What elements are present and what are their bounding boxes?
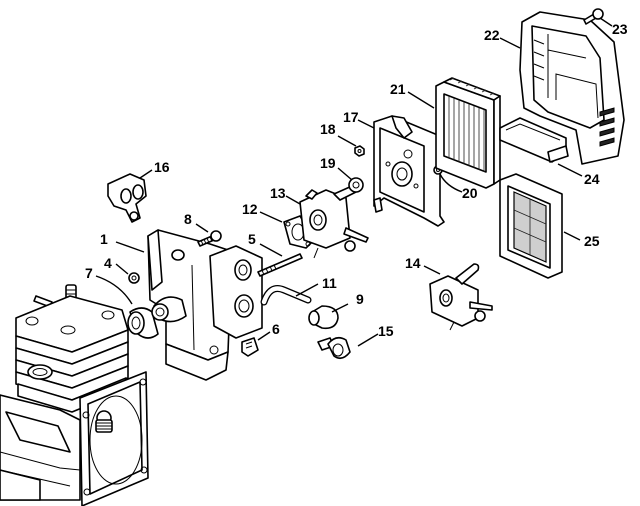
leader-21 <box>407 91 435 109</box>
callout-20: 20 <box>462 185 478 201</box>
part-17-baseplate[interactable] <box>373 115 445 227</box>
part-23-cover-screw[interactable] <box>583 8 604 25</box>
crankshaft <box>95 410 113 433</box>
callout-4: 4 <box>104 255 112 271</box>
part-16-manifold[interactable] <box>107 173 147 223</box>
leader-22 <box>499 37 521 49</box>
callout-5: 5 <box>248 231 256 247</box>
callout-18: 18 <box>320 121 336 137</box>
leader-20 <box>439 173 463 193</box>
leader-24 <box>557 163 583 177</box>
leader-8 <box>195 223 209 233</box>
leader-18 <box>337 135 357 147</box>
leader-17 <box>357 119 375 129</box>
leader-13 <box>285 195 301 205</box>
leader-15 <box>357 333 379 347</box>
part-5-stud-bolt[interactable] <box>257 253 303 277</box>
part-13-carburetor[interactable] <box>299 185 369 259</box>
callout-8: 8 <box>184 211 192 227</box>
part-15-primer-valve[interactable] <box>317 336 351 360</box>
part-21-air-filter[interactable] <box>435 77 501 189</box>
callout-1: 1 <box>100 231 108 247</box>
engine-assembly <box>0 284 149 506</box>
callout-25: 25 <box>584 233 600 249</box>
leader-1 <box>115 241 145 253</box>
leader-25 <box>563 231 581 241</box>
callout-6: 6 <box>272 321 280 337</box>
part-9-primer-bulb[interactable] <box>308 305 339 330</box>
callout-23: 23 <box>612 21 628 37</box>
part-19-grommet[interactable] <box>348 177 364 193</box>
callout-17: 17 <box>343 109 359 125</box>
leader-19 <box>337 167 353 181</box>
part-14-carburetor[interactable] <box>429 263 493 331</box>
callout-19: 19 <box>320 155 336 171</box>
leader-16 <box>139 169 153 179</box>
callout-7: 7 <box>85 265 93 281</box>
part-4-washer[interactable] <box>128 272 140 284</box>
part-22-filter-cover[interactable] <box>519 11 625 165</box>
part-24-filter-tray[interactable] <box>499 117 569 163</box>
leader-lines <box>95 17 613 347</box>
part-11-fuel-hose[interactable] <box>260 285 312 306</box>
callout-16: 16 <box>154 159 170 175</box>
part-1-carburetor-housing[interactable] <box>147 229 263 381</box>
leader-5 <box>259 243 283 257</box>
part-6-clip[interactable] <box>241 337 259 357</box>
callout-22: 22 <box>484 27 500 43</box>
callout-24: 24 <box>584 171 600 187</box>
leader-23 <box>599 17 613 27</box>
leader-9 <box>331 303 349 313</box>
leader-4 <box>115 263 129 275</box>
callout-13: 13 <box>270 185 286 201</box>
leader-7 <box>95 275 133 305</box>
part-8-screw[interactable] <box>197 230 222 247</box>
leader-11 <box>295 283 319 297</box>
leader-12 <box>259 211 283 223</box>
leader-14 <box>423 265 441 275</box>
callout-15: 15 <box>378 323 394 339</box>
callout-11: 11 <box>322 275 337 291</box>
callout-9: 9 <box>356 291 364 307</box>
leader-6 <box>257 331 271 341</box>
callout-12: 12 <box>242 201 258 217</box>
callout-21: 21 <box>390 81 406 97</box>
callout-labels: 1 4 5 6 7 8 9 11 12 13 14 15 16 17 18 19… <box>85 21 628 339</box>
part-7-intake-sleeve[interactable] <box>127 307 159 339</box>
part-25-air-filter[interactable] <box>499 173 563 279</box>
callout-14: 14 <box>405 255 421 271</box>
part-18-nut[interactable] <box>354 145 365 157</box>
